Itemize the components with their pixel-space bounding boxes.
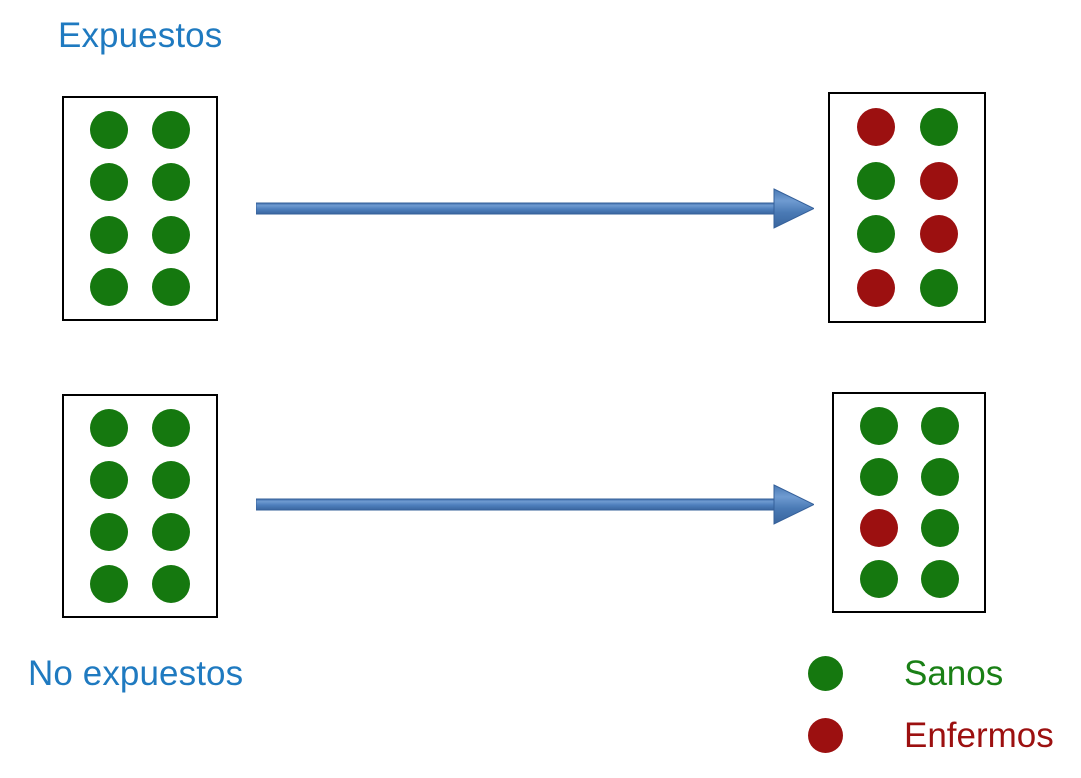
healthy-dot-icon — [90, 215, 128, 254]
healthy-dot-icon — [152, 565, 190, 603]
healthy-dot-icon — [859, 406, 898, 445]
healthy-dot-icon — [859, 457, 898, 496]
legend-label-sanos: Sanos — [904, 653, 1004, 693]
healthy-dot-icon — [856, 215, 895, 254]
unexposed-after-dot-grid — [834, 394, 984, 611]
legend-item-sanos: Sanos — [808, 642, 1078, 704]
healthy-dot-icon — [90, 461, 128, 499]
healthy-dot-icon — [152, 513, 190, 551]
sick-dot-icon — [808, 717, 843, 753]
healthy-dot-icon — [152, 409, 190, 447]
healthy-dot-icon — [920, 406, 959, 445]
exposed-group-label: Expuestos — [58, 16, 223, 55]
unexposed-after-box — [832, 392, 986, 613]
healthy-dot-icon — [919, 107, 958, 146]
healthy-dot-icon — [152, 461, 190, 499]
healthy-dot-icon — [152, 163, 190, 202]
healthy-dot-icon — [90, 409, 128, 447]
healthy-dot-icon — [920, 457, 959, 496]
sick-dot-icon — [856, 107, 895, 146]
exposed-before-box — [62, 96, 218, 321]
unexposed-group-label: No expuestos — [28, 654, 244, 693]
exposed-after-box — [828, 92, 986, 323]
exposed-before-dot-grid — [64, 98, 216, 319]
healthy-dot-icon — [90, 111, 128, 150]
sick-dot-icon — [919, 215, 958, 254]
exposed-after-dot-grid — [830, 94, 984, 321]
healthy-dot-icon — [808, 655, 843, 691]
healthy-dot-icon — [152, 215, 190, 254]
unexposed-arrow — [256, 482, 814, 528]
healthy-dot-icon — [90, 267, 128, 306]
unexposed-before-dot-grid — [64, 396, 216, 616]
healthy-dot-icon — [919, 269, 958, 308]
unexposed-before-box — [62, 394, 218, 618]
legend-label-enfermos: Enfermos — [904, 715, 1054, 755]
healthy-dot-icon — [859, 560, 898, 599]
healthy-dot-icon — [856, 161, 895, 200]
legend: Sanos Enfermos — [808, 642, 1078, 766]
healthy-dot-icon — [920, 560, 959, 599]
sick-dot-icon — [856, 269, 895, 308]
exposed-arrow — [256, 186, 814, 232]
legend-item-enfermos: Enfermos — [808, 704, 1078, 766]
healthy-dot-icon — [90, 513, 128, 551]
healthy-dot-icon — [152, 111, 190, 150]
healthy-dot-icon — [920, 509, 959, 548]
healthy-dot-icon — [152, 267, 190, 306]
healthy-dot-icon — [90, 565, 128, 603]
sick-dot-icon — [859, 509, 898, 548]
sick-dot-icon — [919, 161, 958, 200]
healthy-dot-icon — [90, 163, 128, 202]
